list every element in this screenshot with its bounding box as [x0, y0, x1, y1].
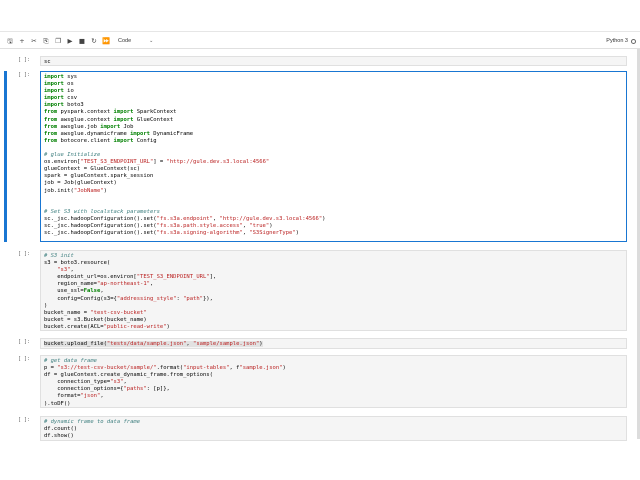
code-line: import sys: [44, 74, 78, 80]
cell-prompt: [ ]:: [18, 339, 31, 345]
code-editor[interactable]: sc: [40, 56, 627, 66]
copy-icon[interactable]: ⎘: [43, 37, 49, 45]
code-line: format="json",: [44, 393, 104, 400]
code-line: p = "s3://test-csv-bucket/sample/".forma…: [44, 365, 286, 372]
code-cell[interactable]: [ ]: bucket.upload_file("tests/data/samp…: [4, 338, 627, 349]
cell-type-select[interactable]: Code ⌄: [118, 38, 153, 44]
notebook-toolbar: 🖫 + ✂ ⎘ ❐ ▶ ■ ↻ ⏩ Code ⌄: [0, 34, 640, 49]
code-line: df = glueContext.create_dynamic_frame.fr…: [44, 372, 213, 379]
vertical-scrollbar[interactable]: [637, 49, 640, 439]
code-line: glueContext = GlueContext(sc): [44, 166, 141, 173]
code-line: from awsglue.context import GlueContext: [44, 116, 174, 123]
cell-prompt: [ ]:: [18, 356, 31, 362]
restart-icon[interactable]: ↻: [91, 37, 97, 45]
code-line: "s3",: [57, 267, 74, 274]
code-line: from awsglue.job import Job: [44, 123, 134, 130]
code-cell[interactable]: [ ]: sc: [4, 56, 627, 66]
fast-forward-icon[interactable]: ⏩: [101, 37, 111, 45]
code-line: use_ssl=False,: [44, 288, 104, 295]
top-divider: [0, 31, 640, 32]
add-icon[interactable]: +: [19, 37, 25, 45]
code-line: from pyspark.context import SparkContext: [44, 109, 177, 116]
paste-icon[interactable]: ❐: [55, 37, 61, 45]
code-line: sc._jsc.hadoopConfiguration().set("fs.s3…: [44, 230, 299, 237]
code-line: import boto3: [44, 102, 84, 109]
code-line: df.show(): [44, 433, 74, 440]
code-line: region_name="ap-northeast-1",: [44, 281, 154, 288]
code-editor[interactable]: bucket.upload_file("tests/data/sample.js…: [40, 338, 627, 349]
stop-icon[interactable]: ■: [78, 37, 86, 45]
code-line: sc: [44, 59, 51, 65]
code-line: # get data frame: [44, 358, 97, 364]
code-line: s3 = boto3.resource(: [44, 260, 111, 267]
code-line: # glue Initialize: [44, 152, 101, 159]
code-line: df.count(): [44, 426, 78, 433]
code-line: bucket.create(ACL="public-read-write"): [44, 323, 170, 330]
code-line: import os: [44, 81, 74, 88]
code-line: # dynamic frame to data frame: [44, 419, 141, 425]
code-line: connection_type="s3",: [44, 379, 127, 386]
code-line: config=Config(s3={"addressing_style": "p…: [44, 295, 213, 302]
code-line: from awsglue.dynamicframe import Dynamic…: [44, 130, 194, 137]
code-line: job.init("JobName"): [44, 187, 107, 194]
code-line: os.environ["TEST_S3_ENDPOINT_URL"] = "ht…: [44, 159, 270, 166]
cell-prompt: [ ]:: [18, 417, 31, 423]
code-line: # Set S3 with localstack parameters: [44, 208, 160, 215]
code-line: sc._jsc.hadoopConfiguration().set("fs.s3…: [44, 215, 326, 222]
run-icon[interactable]: ▶: [67, 37, 73, 45]
code-line: connection_options={"paths": [p]},: [44, 386, 170, 393]
cell-type-label: Code: [118, 38, 132, 44]
code-line: bucket_name = "test-csv-bucket": [44, 309, 147, 316]
save-icon[interactable]: 🖫: [7, 37, 13, 45]
active-cell-bar: [4, 71, 7, 242]
kernel-status-icon: [631, 38, 636, 44]
page-bottom-blank: [0, 446, 640, 480]
code-line: job = Job(glueContext): [44, 180, 117, 187]
chevron-down-icon: ⌄: [149, 38, 154, 44]
code-line: import io: [44, 88, 74, 95]
cut-icon[interactable]: ✂: [31, 37, 37, 45]
top-strip: [0, 0, 640, 33]
code-line: sc._jsc.hadoopConfiguration().set("fs.s3…: [44, 222, 273, 229]
code-line: from botocore.client import Config: [44, 137, 157, 144]
code-line: ): [44, 302, 48, 309]
code-line: endpoint_url=os.environ["TEST_S3_ENDPOIN…: [44, 274, 217, 281]
code-line: ).toDF(): [44, 400, 71, 407]
code-line: # S3 init: [44, 253, 74, 259]
cell-prompt: [ ]:: [18, 57, 31, 63]
code-line: bucket = s3.Bucket(bucket_name): [44, 316, 147, 323]
code-line: bucket.upload_file("tests/data/sample.js…: [44, 341, 263, 347]
kernel-name: Python 3: [606, 38, 628, 44]
kernel-indicator[interactable]: Python 3: [606, 34, 636, 48]
cell-prompt: [ ]:: [18, 251, 31, 257]
code-line: spark = glueContext.spark_session: [44, 173, 154, 180]
code-line: import csv: [44, 95, 78, 102]
cell-prompt: [ ]:: [18, 72, 31, 78]
